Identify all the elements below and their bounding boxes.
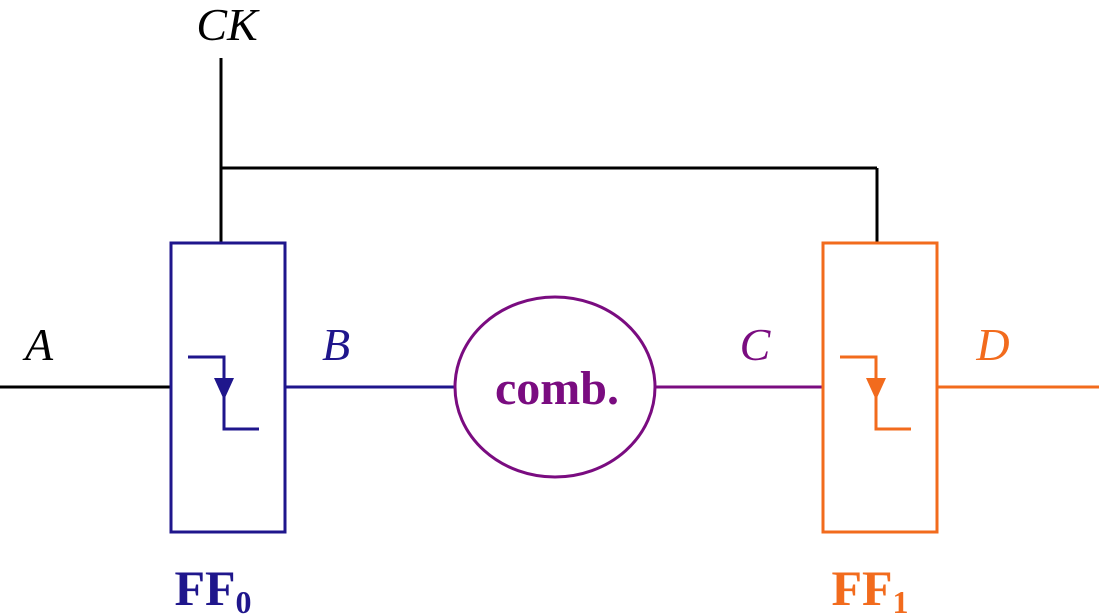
- comb-label: comb.: [495, 362, 619, 415]
- wire-c-label: C: [740, 319, 772, 370]
- ff0-label: FF0: [174, 560, 251, 616]
- output-d-label: D: [975, 319, 1009, 370]
- flip-flop-0: FF0: [169, 241, 287, 616]
- ff1-label: FF1: [831, 560, 908, 616]
- combinational-logic: comb.: [453, 295, 657, 479]
- input-a-label: A: [22, 319, 54, 370]
- wire-b-label: B: [322, 319, 350, 370]
- flip-flop-1: FF1: [821, 241, 939, 616]
- clock-label: CK: [196, 0, 260, 50]
- clock-wiring: [219, 58, 879, 243]
- ff1-arrow-icon: [866, 378, 886, 400]
- ff0-arrow-icon: [214, 378, 234, 400]
